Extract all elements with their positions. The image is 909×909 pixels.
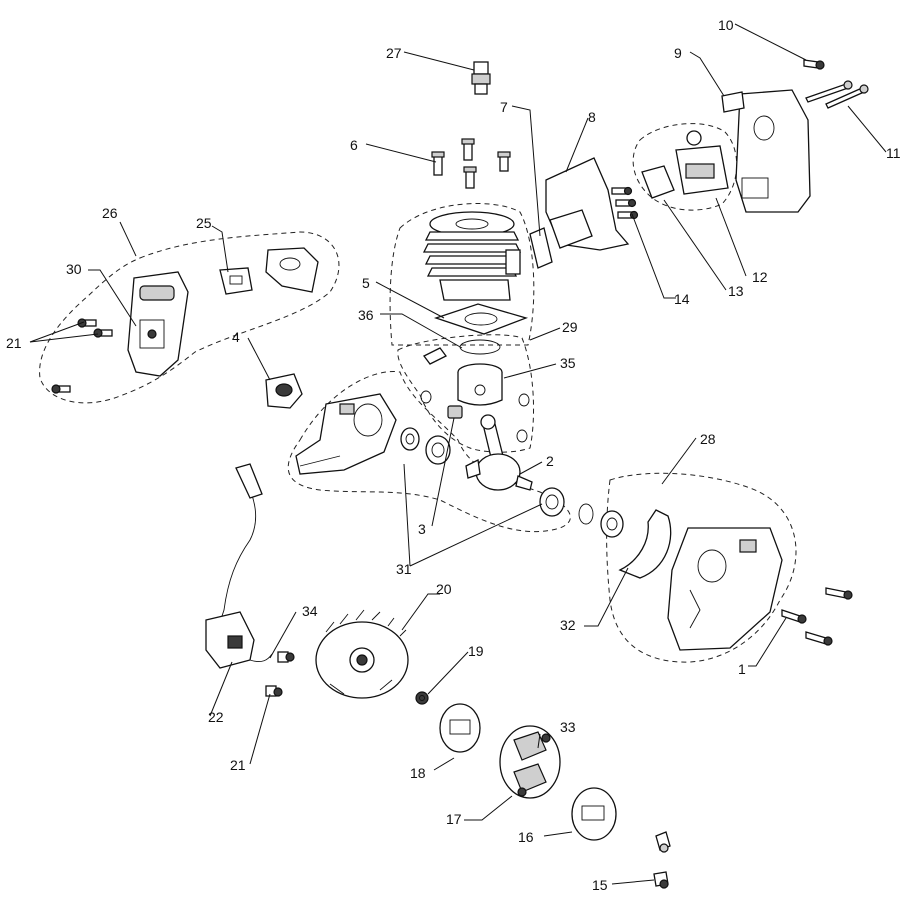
callout-4: 4 [232, 329, 240, 345]
callout-labels: 10 9 11 27 6 7 8 12 13 14 26 25 30 21 4 … [6, 17, 901, 893]
callout-25: 25 [196, 215, 212, 231]
callout-2: 2 [546, 453, 554, 469]
needle-bearing [447, 405, 463, 419]
callout-35: 35 [560, 355, 576, 371]
callout-28: 28 [700, 431, 716, 447]
cylinder-screws [431, 138, 511, 189]
clutch-washer [571, 787, 617, 841]
muffler-group-outline [39, 231, 340, 404]
group-outlines [39, 123, 797, 663]
crankcase-gasket [618, 509, 672, 579]
crankcase-left-outline [287, 371, 571, 532]
callout-13: 13 [728, 283, 744, 299]
callout-22: 22 [208, 709, 224, 725]
callout-5: 5 [362, 275, 370, 291]
piston-pin [423, 347, 447, 365]
callout-11: 11 [886, 145, 901, 161]
parts [51, 59, 869, 889]
crankcase-right [667, 527, 783, 651]
cylinder-gasket [433, 303, 529, 335]
callout-27: 27 [386, 45, 402, 61]
muffler-screws [51, 318, 113, 394]
clutch-assembly [499, 725, 561, 799]
callout-34: 34 [302, 603, 318, 619]
spark-plug [471, 61, 491, 95]
callout-10: 10 [718, 17, 734, 33]
exhaust-flange [265, 373, 303, 409]
callout-19: 19 [468, 643, 484, 659]
seal-right [539, 487, 565, 517]
callout-15: 15 [592, 877, 608, 893]
carburetor-screws [611, 186, 639, 220]
callout-7: 7 [500, 99, 508, 115]
piston-group-outline [397, 334, 535, 453]
callout-33: 33 [560, 719, 576, 735]
intake-manifold [549, 209, 593, 249]
long-bolts [805, 80, 869, 109]
callout-9: 9 [674, 45, 682, 61]
muffler-gasket [219, 267, 253, 295]
cylinder-group-outline [389, 203, 535, 346]
callout-31: 31 [396, 561, 412, 577]
callout-21-muffler: 21 [6, 335, 22, 351]
callout-29: 29 [562, 319, 578, 335]
ground-wire [249, 653, 273, 663]
callout-36: 36 [358, 307, 374, 323]
callout-20: 20 [436, 581, 452, 597]
callout-17: 17 [446, 811, 462, 827]
callout-12: 12 [752, 269, 768, 285]
bearing-left [425, 435, 451, 465]
callout-6: 6 [350, 137, 358, 153]
intake-gasket [529, 227, 553, 269]
piston [457, 363, 503, 406]
callout-3: 3 [418, 521, 426, 537]
circlip-right [578, 503, 594, 525]
callout-18: 18 [410, 765, 426, 781]
callout-30: 30 [66, 261, 82, 277]
seal-left [400, 427, 420, 451]
carburetor-gasket [641, 165, 675, 199]
flywheel-nut [415, 691, 429, 705]
bearing-right [600, 510, 624, 538]
coil-screws [265, 651, 295, 697]
callout-26: 26 [102, 205, 118, 221]
callout-8: 8 [588, 109, 596, 125]
housing-screw [803, 59, 825, 70]
crankcase-left [295, 393, 397, 475]
muffler [127, 271, 189, 377]
flywheel [315, 609, 409, 699]
callout-1: 1 [738, 661, 746, 677]
carburetor-group-outline [632, 123, 738, 211]
callout-21-coil: 21 [230, 757, 246, 773]
callout-16: 16 [518, 829, 534, 845]
carburetor [675, 130, 729, 195]
crankshaft [465, 414, 533, 491]
ignition-coil [205, 463, 263, 669]
leader-lines [29, 23, 887, 885]
piston-ring [459, 339, 501, 355]
cylinder [422, 211, 522, 301]
clutch-bolts [653, 831, 671, 889]
callout-32: 32 [560, 617, 576, 633]
crankcase-screws [781, 587, 853, 646]
callout-14: 14 [674, 291, 690, 307]
clutch-plate [439, 703, 481, 753]
air-filter-housing [721, 89, 811, 213]
